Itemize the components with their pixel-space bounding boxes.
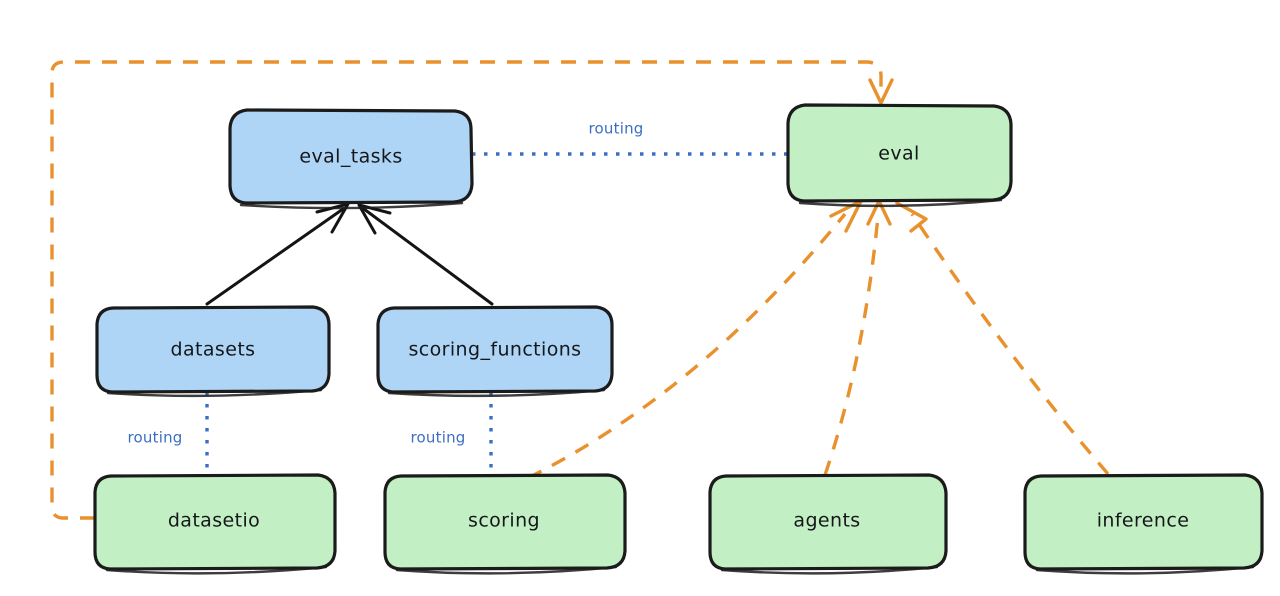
node-eval[interactable]: eval (786, 103, 1013, 208)
edge-datasetio-to-eval-path (50, 60, 883, 520)
edge-inference-to-eval-path (910, 213, 1110, 476)
edge-label-layer: routing routing routing (128, 120, 644, 447)
node-scoring-box[interactable] (383, 473, 627, 571)
node-inference[interactable]: inference (1023, 473, 1264, 575)
node-eval-tasks-box[interactable] (228, 108, 474, 205)
node-datasets[interactable]: datasets (95, 305, 331, 398)
node-agents-label: agents (793, 510, 860, 532)
edge-datasetio-to-eval-arrowhead (868, 78, 894, 105)
node-eval-tasks[interactable]: eval_tasks (228, 108, 474, 210)
node-eval-tasks-underline (239, 201, 464, 210)
node-scoring-functions[interactable]: scoring_functions (376, 305, 614, 398)
node-eval-tasks-label: eval_tasks (299, 146, 402, 168)
node-inference-label: inference (1097, 510, 1190, 532)
node-datasets-label: datasets (171, 339, 256, 361)
node-scoring-label: scoring (468, 510, 540, 532)
edge-scoring-functions-to-eval-tasks-path (362, 207, 494, 306)
edge-label-routing-datasets-datasetio: routing (128, 429, 183, 447)
node-eval-underline (798, 198, 1003, 208)
edge-scoring-to-eval-path (527, 212, 847, 480)
node-datasetio-label: datasetio (168, 510, 260, 532)
edge-scoring-functions-to-eval-tasks (357, 203, 494, 306)
edge-datasets-to-eval-tasks-path (205, 207, 345, 306)
edge-inference-to-eval-arrowhead (895, 201, 928, 233)
edge-scoring-functions-to-eval-tasks-arrowhead (357, 203, 392, 235)
edge-agents-to-eval-path (823, 215, 880, 476)
edge-agents-to-eval (823, 199, 892, 476)
node-datasetio-box[interactable] (93, 473, 337, 571)
node-scoring-functions-box[interactable] (376, 305, 614, 394)
node-agents[interactable]: agents (708, 473, 948, 575)
edge-datasets-to-eval-tasks (205, 202, 350, 306)
edge-agents-to-eval-arrowhead (866, 199, 892, 226)
node-inference-box[interactable] (1023, 473, 1264, 571)
edge-datasetio-to-eval (50, 60, 894, 520)
node-eval-box[interactable] (786, 103, 1013, 203)
node-datasets-box[interactable] (95, 305, 331, 394)
node-agents-box[interactable] (708, 473, 948, 571)
edge-layer (50, 60, 1110, 520)
edge-label-routing-eval-tasks-eval: routing (589, 120, 644, 138)
edge-inference-to-eval (895, 201, 1110, 476)
node-datasetio[interactable]: datasetio (93, 473, 337, 575)
node-eval-label: eval (878, 143, 919, 165)
node-scoring[interactable]: scoring (383, 473, 627, 575)
edge-label-routing-scoring-functions-scoring: routing (411, 429, 466, 447)
node-scoring-functions-label: scoring_functions (409, 339, 582, 361)
